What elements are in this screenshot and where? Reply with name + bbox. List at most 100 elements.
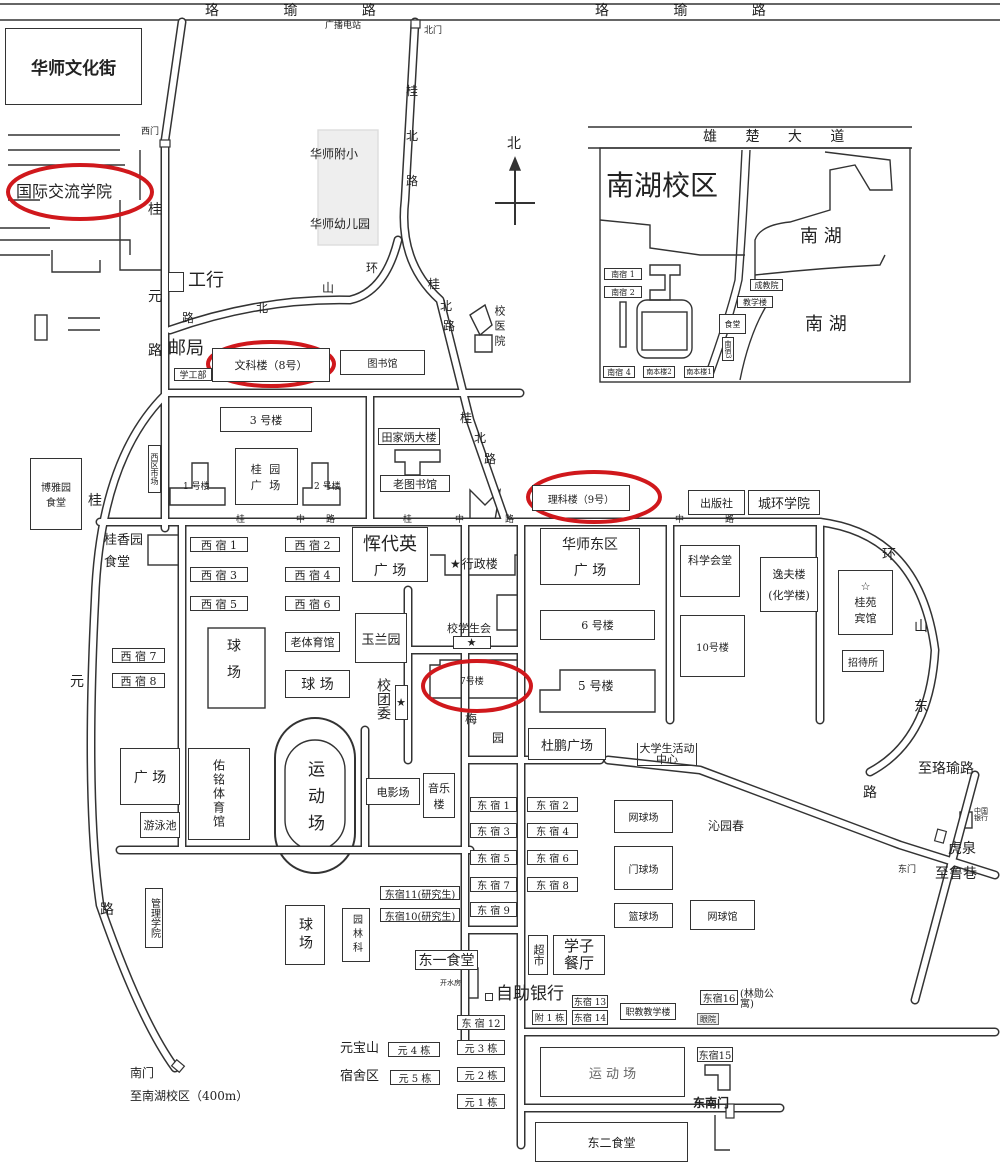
dorm-dongsu-5: 东 宿 5 xyxy=(470,850,517,865)
intl-college: 国际交流学院 xyxy=(16,182,113,201)
annex-1: 附 1 栋 xyxy=(532,1010,567,1025)
student-union-star-icon xyxy=(453,636,491,649)
road-luoyu-west: 珞 瑜 路 xyxy=(205,3,406,19)
dorm-dongsu-15: 东宿15 xyxy=(697,1047,733,1062)
vocational-building: 职教教学楼 xyxy=(620,1003,676,1020)
nanhu-title: 南湖校区 xyxy=(606,169,719,202)
dorm-yuan-3: 元 3 栋 xyxy=(457,1040,505,1055)
management-college: 管理学院 xyxy=(145,888,163,948)
affiliated-primary: 华师附小 xyxy=(310,147,359,161)
meiyuan-label: 梅 xyxy=(465,712,478,726)
road-label: 路 xyxy=(725,515,735,525)
road-label: 环 xyxy=(366,261,379,275)
road-label: 北 xyxy=(406,129,419,143)
dorm-yuan-5: 元 5 栋 xyxy=(390,1070,440,1085)
press: 出版社 xyxy=(688,490,745,515)
road-label: 路 xyxy=(406,174,419,188)
dorm-xisu-5: 西 宿 5 xyxy=(190,596,248,611)
dorm-dongsu-8: 东 宿 8 xyxy=(527,877,578,892)
dorm-xisu-4: 西 宿 4 xyxy=(285,567,340,582)
guiyuan-square: 桂 园 广 场 xyxy=(235,448,298,505)
qinyuanchun: 沁园春 xyxy=(708,819,745,833)
youming-gym: 佑铭体育馆 xyxy=(188,748,250,840)
student-affairs: 学工部 xyxy=(174,368,212,381)
post-office: 邮局 xyxy=(168,338,204,359)
dorm-dongsu-9: 东 宿 9 xyxy=(470,902,517,917)
wenke-building: 文科楼（8号） xyxy=(212,348,330,382)
road-label: 环 xyxy=(882,547,896,563)
nanhu-main-2: 南本楼2 xyxy=(643,366,675,378)
music-building: 音乐楼 xyxy=(423,773,455,818)
road-label: 路 xyxy=(484,452,497,466)
dorm-dongsu-13: 东宿 13 xyxy=(572,995,608,1008)
southeast-gate: 东南门 xyxy=(693,1096,730,1110)
north-arrow-icon: 北 xyxy=(507,136,521,152)
guiyuan-hotel: 桂苑宾馆 xyxy=(838,570,893,635)
linxun-apartment: (林勋公寓) xyxy=(740,989,774,1010)
dorm-dongsu-10: 东宿10(研究生) xyxy=(380,908,460,923)
xuezi-restaurant: 学子餐厅 xyxy=(553,935,605,975)
culture-street: 华师文化街 xyxy=(5,28,142,105)
road-to-nanhu: 至南湖校区（400m） xyxy=(130,1089,249,1103)
yifu-label-2: (化学楼) xyxy=(768,589,810,602)
road-label: 路 xyxy=(863,785,877,801)
road-label: 桂 xyxy=(148,202,162,218)
old-gym: 老体育馆 xyxy=(285,632,340,652)
dorm-xisu-2: 西 宿 2 xyxy=(285,537,340,552)
road-label: 路 xyxy=(100,902,114,918)
road-to-luxiang: 至鲁巷 xyxy=(935,866,977,882)
dorm-yuan-4: 元 4 栋 xyxy=(388,1042,440,1057)
science-hall: 科学会堂 xyxy=(680,545,740,597)
kindergarten: 华师幼儿园 xyxy=(310,217,371,231)
chenghuan-college: 城环学院 xyxy=(748,490,820,515)
boiler-room: 开水房 xyxy=(440,979,461,987)
dorm-dongsu-12: 东 宿 12 xyxy=(457,1015,505,1030)
xiongchu-road: 雄 楚 大 道 xyxy=(703,129,857,145)
yundaiying-label-2: 广 场 xyxy=(373,562,407,579)
garden-dept: 园林科 xyxy=(342,908,370,962)
east-gate: 东门 xyxy=(898,865,917,875)
road-label: 东 xyxy=(914,699,928,715)
road-label: 山 xyxy=(914,619,928,635)
south-gate: 南门 xyxy=(130,1066,155,1080)
nanhu-dorm-1: 南宿 1 xyxy=(604,268,642,280)
road-label: 路 xyxy=(326,515,336,525)
tennis-court: 网球场 xyxy=(614,800,673,833)
nanhu-lake-label: 南 湖 xyxy=(800,226,842,247)
basketball-court: 篮球场 xyxy=(614,903,673,928)
dorm-dongsu-3: 东 宿 3 xyxy=(470,823,517,838)
self-service-bank: 自助银行 xyxy=(496,984,564,1004)
dorm-dongsu-11: 东宿11(研究生) xyxy=(380,886,460,901)
building-10: 10号楼 xyxy=(680,615,745,677)
tennis-hall: 网球馆 xyxy=(690,900,755,930)
east-stadium: 运 动 场 xyxy=(540,1047,685,1097)
dorm-dongsu-7: 东 宿 7 xyxy=(470,877,517,892)
dorm-xisu-8: 西 宿 8 xyxy=(112,673,165,688)
meiyuan-label-2: 园 xyxy=(492,731,505,745)
yulan-garden: 玉兰园 xyxy=(355,613,407,663)
building-3: 3 号楼 xyxy=(220,407,312,432)
dorm-dongsu-14: 东宿 14 xyxy=(572,1010,608,1025)
yuanbaoshan: 元宝山 xyxy=(340,1041,380,1056)
swimming-pool: 游泳池 xyxy=(140,812,180,838)
dorm-dongsu-4: 东 宿 4 xyxy=(527,823,578,838)
west-gate: 西门 xyxy=(141,127,160,137)
nanhu-adult-edu: 成教院 xyxy=(750,279,783,291)
admin-building: 行政楼 xyxy=(450,558,498,570)
east-square: 华师东区 广 场 xyxy=(540,528,640,585)
road-label: 北 xyxy=(474,431,487,445)
nanhu-main-1: 南本楼1 xyxy=(684,366,714,378)
court-south: 球场 xyxy=(285,905,325,965)
gateball-court: 门球场 xyxy=(614,846,673,890)
road-label: 桂 xyxy=(460,411,473,425)
nanhu-lake-label-2: 南 湖 xyxy=(805,314,847,335)
dorm-dongsu-16: 东宿16 xyxy=(700,990,738,1005)
dorm-dongsu-1: 东 宿 1 xyxy=(470,797,517,812)
hospital: 校医院 xyxy=(493,305,506,350)
icbc-box xyxy=(168,272,184,292)
building-5: 5 号楼 xyxy=(578,679,614,693)
road-label: 桂 xyxy=(428,277,441,291)
east-canteen-2: 东二食堂 xyxy=(535,1122,688,1162)
